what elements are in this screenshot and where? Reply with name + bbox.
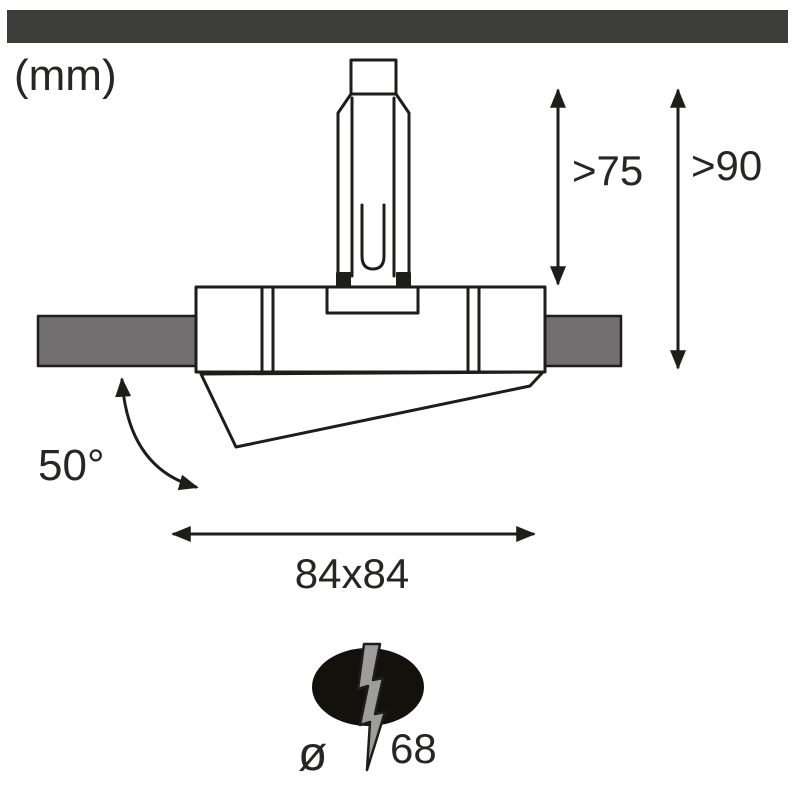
cutout-diameter-label: 68: [390, 725, 437, 772]
lamp-head-tilted: [199, 370, 545, 449]
unit-label: (mm): [14, 51, 117, 100]
frame-rib-left: [260, 285, 275, 374]
diagram-labels: (mm) >75 >90 50° 84x84 ø 68: [14, 51, 762, 781]
connector-foot-right: [396, 272, 411, 288]
connector-plug-top: [349, 58, 398, 96]
recess-depth-label: >75: [572, 147, 643, 194]
mounting-frame: [194, 285, 547, 374]
ceiling-section-right: [543, 314, 623, 368]
connector-foot-left: [336, 272, 351, 288]
frame-size-label: 84x84: [295, 550, 409, 597]
frame-pedestal: [325, 285, 420, 315]
frame-rib-right: [466, 285, 481, 374]
ceiling-section-left: [36, 314, 198, 368]
tilt-angle-label: 50°: [38, 441, 105, 490]
connector-cable-grommet: [360, 203, 386, 271]
diameter-symbol-label: ø: [298, 728, 327, 781]
connector-cable-channel: [350, 96, 396, 278]
total-height-label: >90: [691, 142, 762, 189]
connector-body: [336, 92, 411, 280]
tilt-angle-arc: [115, 377, 199, 491]
ceiling-bar: [7, 10, 788, 43]
fixture-drawing: [36, 58, 686, 772]
drill-bolt-icon: [356, 642, 387, 772]
